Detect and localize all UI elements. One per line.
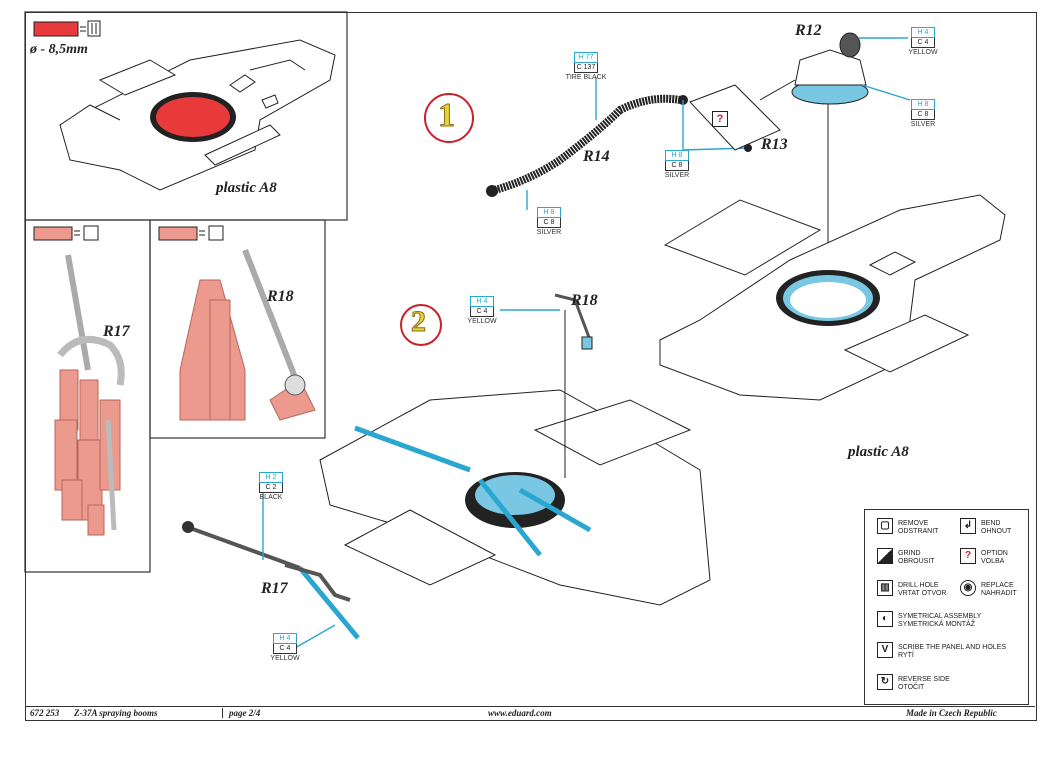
step-2-number: 2: [411, 305, 427, 339]
scribe-icon: V: [877, 642, 893, 658]
r17-part: [182, 521, 360, 640]
footer-bar: 672 253 Z-37A spraying booms page 2/4 ww…: [26, 706, 1035, 720]
hose-r14: [493, 94, 681, 194]
r12-label: R12: [795, 22, 822, 39]
red-swatch: [33, 21, 79, 37]
footer-page: page 2/4: [222, 708, 260, 718]
r18-inset-label: R18: [267, 288, 294, 305]
remove-icon: [83, 225, 99, 241]
grind-icon: [877, 548, 893, 564]
step-1-number: 1: [438, 97, 456, 135]
bend-icon: ↲: [960, 518, 976, 534]
r18-inset-part: [179, 248, 316, 421]
footer-made: Made in Czech Republic: [906, 708, 997, 718]
plastic-main-label: plastic A8: [848, 444, 909, 460]
drill-hole-icon: ▥: [877, 580, 893, 596]
r12-part: [759, 32, 911, 105]
r18-main-label: R18: [571, 292, 598, 309]
hole-red-fill: [156, 97, 230, 137]
boom-assembly: [354, 425, 592, 557]
remove-icon: ▢: [877, 518, 893, 534]
footer-code: 672 253: [30, 708, 60, 718]
r13-label: R13: [761, 136, 788, 153]
r17-main-label: R17: [261, 580, 288, 597]
r14-label: R14: [583, 148, 610, 165]
symmetrical-assembly-icon: ◐: [877, 611, 893, 627]
drill-hole-icon: [87, 20, 101, 37]
r17-inset-label: R17: [103, 323, 130, 340]
r17-inset-part: [54, 254, 125, 536]
reverse-side-icon: ↻: [877, 674, 893, 690]
option-icon: ?: [960, 548, 976, 564]
option-icon: ?: [712, 111, 728, 127]
step-2-marker: [400, 304, 442, 346]
plastic-inset-label: plastic A8: [216, 180, 277, 196]
inset-frame-r18: [149, 219, 326, 439]
footer-title: Z-37A spraying booms: [74, 708, 158, 718]
step-1-marker: [424, 93, 474, 143]
footer-url: www.eduard.com: [488, 708, 552, 718]
hole-spec: ø - 8,5mm: [30, 42, 88, 57]
replace-icon: ◉: [960, 580, 976, 596]
